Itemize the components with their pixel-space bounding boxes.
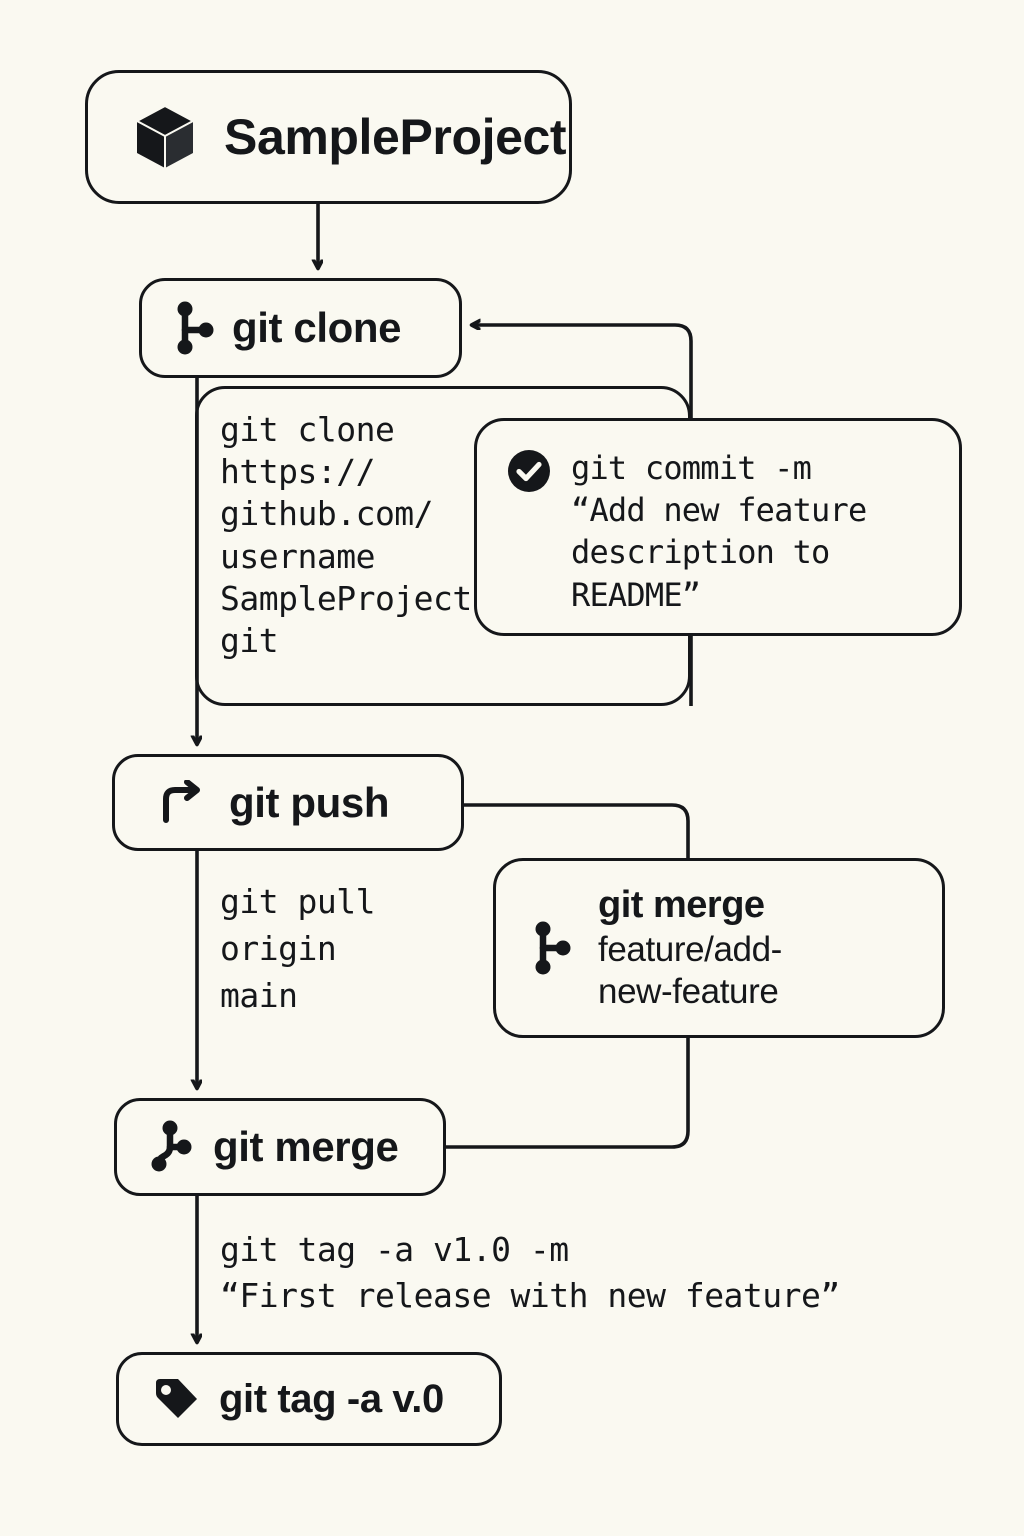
callout-merge-branch: feature/add- new-feature	[598, 930, 782, 1011]
tag-icon	[151, 1375, 201, 1423]
arrow-turn-up-right-icon	[161, 779, 207, 826]
node-git-merge[interactable]: git merge	[114, 1098, 446, 1196]
node-label: git merge	[213, 1123, 399, 1170]
node-label: git tag -a v.0	[219, 1376, 444, 1421]
node-label: SampleProject	[224, 109, 567, 165]
wire-merge-feature-to-merge	[446, 1038, 690, 1149]
node-git-tag[interactable]: git tag -a v.0	[116, 1352, 502, 1446]
callout-git-merge-feature[interactable]: git merge feature/add- new-feature	[493, 858, 945, 1038]
node-git-push[interactable]: git push	[112, 754, 464, 851]
callout-git-commit[interactable]: git commit -m “Add new feature descripti…	[474, 418, 962, 636]
callout-merge-title: git merge	[598, 884, 765, 927]
callout-commit-text: git commit -m “Add new feature descripti…	[571, 449, 867, 614]
cube-icon	[134, 104, 196, 170]
node-label: git clone	[232, 304, 402, 351]
annotation-tag-command: git tag -a v1.0 -m “First release with n…	[220, 1230, 840, 1315]
annotation-clone-command: git clone https:// github.com/ username …	[220, 410, 472, 661]
git-branch-icon	[532, 920, 576, 976]
node-label: git push	[229, 778, 390, 826]
wire-push-to-merge-feature	[464, 803, 690, 858]
node-git-clone[interactable]: git clone	[139, 278, 462, 378]
git-merge-icon	[149, 1119, 197, 1175]
git-branch-icon	[174, 300, 218, 356]
annotation-pull-command: git pull origin main	[220, 882, 375, 1015]
node-sample-project[interactable]: SampleProject	[85, 70, 572, 204]
check-circle-icon	[507, 449, 551, 493]
